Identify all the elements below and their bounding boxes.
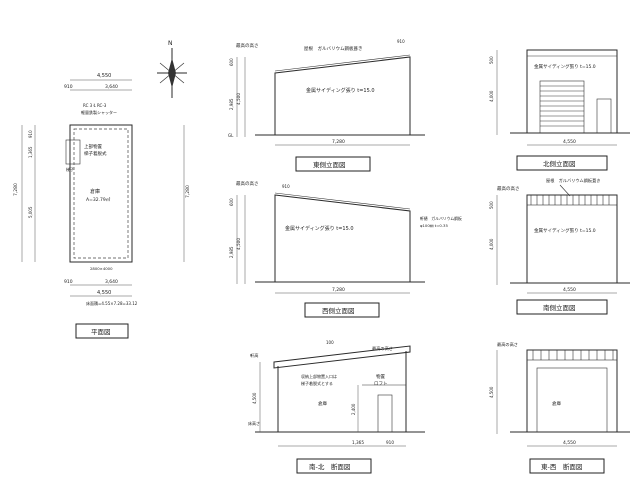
plan-room-area: A=32.79㎡ xyxy=(86,196,111,203)
west-height-note: 最高の高さ xyxy=(236,180,259,187)
plan-upper-box-2: 梯子着脱式 xyxy=(84,150,107,157)
plan-note-shutter: 軽量鉄製シャッター xyxy=(81,109,117,115)
plan-stair-label: 梯子 xyxy=(66,166,74,172)
plan-dim-bottom-total: 4,550 xyxy=(97,290,111,296)
floor-plan: 4,550 910 3,640 RC 3 Ł RC-3 軽量鉄製シャッター 7,… xyxy=(13,73,191,339)
west-top-overhang: 910 xyxy=(282,184,290,189)
south-roof-hatch xyxy=(526,194,618,206)
plan-dim-right-total: 7,280 xyxy=(185,185,191,198)
ew-roof-hatch xyxy=(526,349,618,361)
west-dim-h-total: 4,500 xyxy=(236,238,241,250)
ns-floor-label: 床高さ xyxy=(248,420,260,426)
east-dim-h-total: 4,500 xyxy=(236,93,241,105)
east-dim-width: 7,280 xyxy=(332,139,345,145)
ns-section: 100 軒高 最高の高さ 収納上部物置入口は 梯子着脱式とする 倉庫 物置 ロフ… xyxy=(248,340,425,474)
east-dim-h-b: 2,985 xyxy=(229,98,234,110)
north-caption: 北側立面図 xyxy=(543,159,576,168)
west-dim-h-a: 600 xyxy=(229,198,234,206)
shutter-slats xyxy=(540,85,584,127)
south-caption: 南側立面図 xyxy=(543,303,576,312)
west-elevation: 最高の高さ 910 金属サイディング張り t=15.0 軒樋 ガルバリウム鋼板 … xyxy=(229,180,462,318)
plan-dim-bottom-left: 910 xyxy=(64,279,73,285)
ns-dim-h-total: 4,500 xyxy=(252,392,257,404)
east-elevation: 最高の高さ 屋根 ガルバリウム鋼板葺き 910 金属サイディング張り t=15.… xyxy=(228,39,425,172)
north-elevation: 金属サイディング張り t=15.0 500 4,000 4,550 北側立面図 xyxy=(489,49,630,171)
ns-room: 倉庫 xyxy=(318,400,327,407)
ns-storage-1: 物置 xyxy=(376,373,385,380)
plan-caption: 平面図 xyxy=(91,328,111,336)
ew-dim-width: 4,550 xyxy=(563,440,576,446)
plan-dim-top-total: 4,550 xyxy=(97,73,111,79)
west-gutter-note-1: 軒樋 ガルバリウム鋼板 xyxy=(420,216,462,221)
plan-room-name: 倉庫 xyxy=(90,188,100,195)
ns-note-2: 梯子着脱式とする xyxy=(301,380,333,386)
north-arrow-icon: N xyxy=(157,40,187,98)
ew-height-note: 最高の高さ xyxy=(497,341,518,348)
west-caption: 西側立面図 xyxy=(322,306,355,315)
ns-storage-2: ロフト xyxy=(374,381,388,387)
south-dim-width: 4,550 xyxy=(563,287,576,293)
east-gl-label: GL xyxy=(228,133,234,138)
east-top-overhang: 910 xyxy=(397,39,405,44)
south-wall-note: 金属サイディング張り t=15.0 xyxy=(534,227,596,234)
east-roof-note: 屋根 ガルバリウム鋼板葺き xyxy=(304,45,363,52)
south-roof-note: 屋根 ガルバリウム鋼板葺き xyxy=(546,177,600,184)
east-height-note: 最高の高さ xyxy=(236,42,259,49)
plan-dim-left-c: 5,005 xyxy=(28,206,33,218)
north-door xyxy=(596,98,612,134)
plan-dim-top-right: 3,640 xyxy=(105,84,118,90)
ns-eave-label: 軒高 xyxy=(250,352,258,359)
plan-dim-left-total: 7,280 xyxy=(13,183,19,196)
ns-height-note: 最高の高さ xyxy=(372,345,393,352)
ew-room: 倉庫 xyxy=(552,400,561,407)
north-dim-h-top: 500 xyxy=(489,56,494,64)
east-dim-h-a: 600 xyxy=(229,58,234,66)
south-elevation: 最高の高さ 屋根 ガルバリウム鋼板葺き 金属サイディング張り t=15.0 50… xyxy=(489,177,630,315)
ns-dim-w-a: 1,365 xyxy=(352,440,364,445)
plan-dim-top-left: 910 xyxy=(64,84,73,90)
plan-dim-left-b: 1,365 xyxy=(28,146,33,158)
west-dim-width: 7,280 xyxy=(332,287,345,293)
ns-door xyxy=(377,394,393,433)
east-wall-note: 金属サイディング張り t=15.0 xyxy=(306,87,375,94)
ew-section: 最高の高さ 倉庫 4,500 4,550 東-西 断面図 xyxy=(489,341,630,474)
ns-dim-w-b: 910 xyxy=(386,440,394,445)
plan-area-formula: 床面積=4.55×7.28=33.12 xyxy=(86,300,138,306)
west-gutter-note-2: φ100㎜ t=0.35 xyxy=(420,223,448,228)
plan-note-rc: RC 3 Ł RC-3 xyxy=(83,103,107,108)
plan-dim-bottom-right: 3,640 xyxy=(105,279,118,285)
ew-caption: 東-西 断面図 xyxy=(541,462,582,471)
ns-top-dim: 100 xyxy=(326,340,334,345)
north-dim-h-total: 4,000 xyxy=(489,90,494,102)
ew-dim-h-total: 4,500 xyxy=(489,386,494,398)
south-height-note: 最高の高さ xyxy=(497,185,520,192)
ns-caption: 南-北 断面図 xyxy=(309,462,350,471)
ns-dim-h-inner: 2,400 xyxy=(351,403,356,415)
plan-dim-left-a: 910 xyxy=(28,130,33,138)
west-wall-note: 金属サイディング張り t=15.0 xyxy=(285,225,354,232)
ns-note-1: 収納上部物置入口は xyxy=(301,373,337,379)
south-dim-h-top: 500 xyxy=(489,201,494,209)
east-caption: 東側立面図 xyxy=(313,160,346,169)
plan-bottom-note: 2800×4000 xyxy=(90,266,113,271)
north-label: N xyxy=(168,40,173,47)
north-dim-width: 4,550 xyxy=(563,139,576,145)
west-dim-h-b: 2,985 xyxy=(229,246,234,258)
south-dim-h-total: 4,000 xyxy=(489,238,494,250)
north-wall-note: 金属サイディング張り t=15.0 xyxy=(534,63,596,70)
plan-upper-box-1: 上部物置 xyxy=(84,143,102,150)
